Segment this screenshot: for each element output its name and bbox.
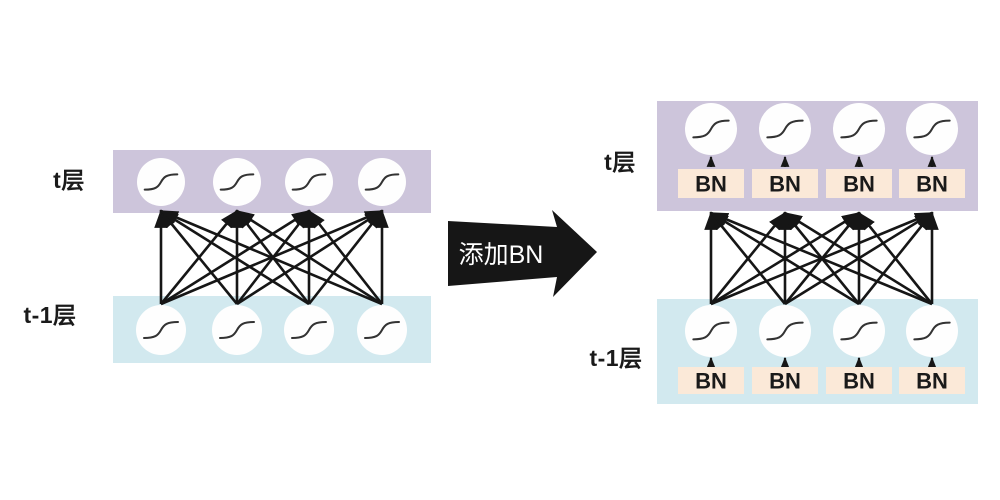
bn-label: BN xyxy=(843,172,875,197)
bn-label: BN xyxy=(695,172,727,197)
left-t-layer-label: t层 xyxy=(53,167,85,193)
left-t-minus-1-layer-label: t-1层 xyxy=(23,302,77,328)
bn-box xyxy=(678,367,744,394)
sigmoid-curve-icon xyxy=(143,173,179,191)
bn-box xyxy=(826,169,892,198)
sigmoid-curve-icon xyxy=(913,119,951,139)
bn-box xyxy=(752,367,818,394)
transform-arrow xyxy=(448,210,597,297)
connection-arrow xyxy=(709,211,787,305)
connection-arrow xyxy=(783,211,933,306)
sigmoid-curve-icon xyxy=(364,321,400,339)
bn-box xyxy=(826,367,892,394)
bn-box xyxy=(678,169,744,198)
sigmoid-curve-icon xyxy=(143,321,179,339)
sigmoid-curve-icon xyxy=(766,119,804,139)
right-t-layer-label: t层 xyxy=(604,149,636,175)
sigmoid-curve-icon xyxy=(692,119,730,139)
transform-arrow-label: 添加BN xyxy=(458,241,544,269)
connection-arrow xyxy=(159,209,383,306)
sigmoid-curve-icon xyxy=(364,173,400,191)
sigmoid-curve-icon xyxy=(840,321,878,341)
bn-box xyxy=(899,367,965,394)
sigmoid-curve-icon xyxy=(913,321,951,341)
bn-label: BN xyxy=(769,172,801,197)
connection-arrow xyxy=(857,211,934,305)
bn-label: BN xyxy=(695,369,727,394)
bn-box xyxy=(752,169,818,198)
connection-arrow xyxy=(307,209,384,305)
connection-arrow xyxy=(159,209,310,306)
sigmoid-curve-icon xyxy=(291,173,327,191)
connection-arrow xyxy=(709,211,860,306)
bn-label: BN xyxy=(769,369,801,394)
connection-arrow xyxy=(235,209,383,306)
connection-arrow xyxy=(709,211,933,306)
bn-box xyxy=(899,169,965,198)
sigmoid-curve-icon xyxy=(219,321,255,339)
right-t-minus-1-layer-label: t-1层 xyxy=(589,345,643,371)
sigmoid-curve-icon xyxy=(692,321,730,341)
sigmoid-curve-icon xyxy=(766,321,804,341)
sigmoid-curve-icon xyxy=(840,119,878,139)
bn-label: BN xyxy=(843,369,875,394)
connection-arrow xyxy=(159,209,239,305)
bn-label: BN xyxy=(916,172,948,197)
bn-label: BN xyxy=(916,369,948,394)
sigmoid-curve-icon xyxy=(291,321,327,339)
sigmoid-curve-icon xyxy=(219,173,255,191)
